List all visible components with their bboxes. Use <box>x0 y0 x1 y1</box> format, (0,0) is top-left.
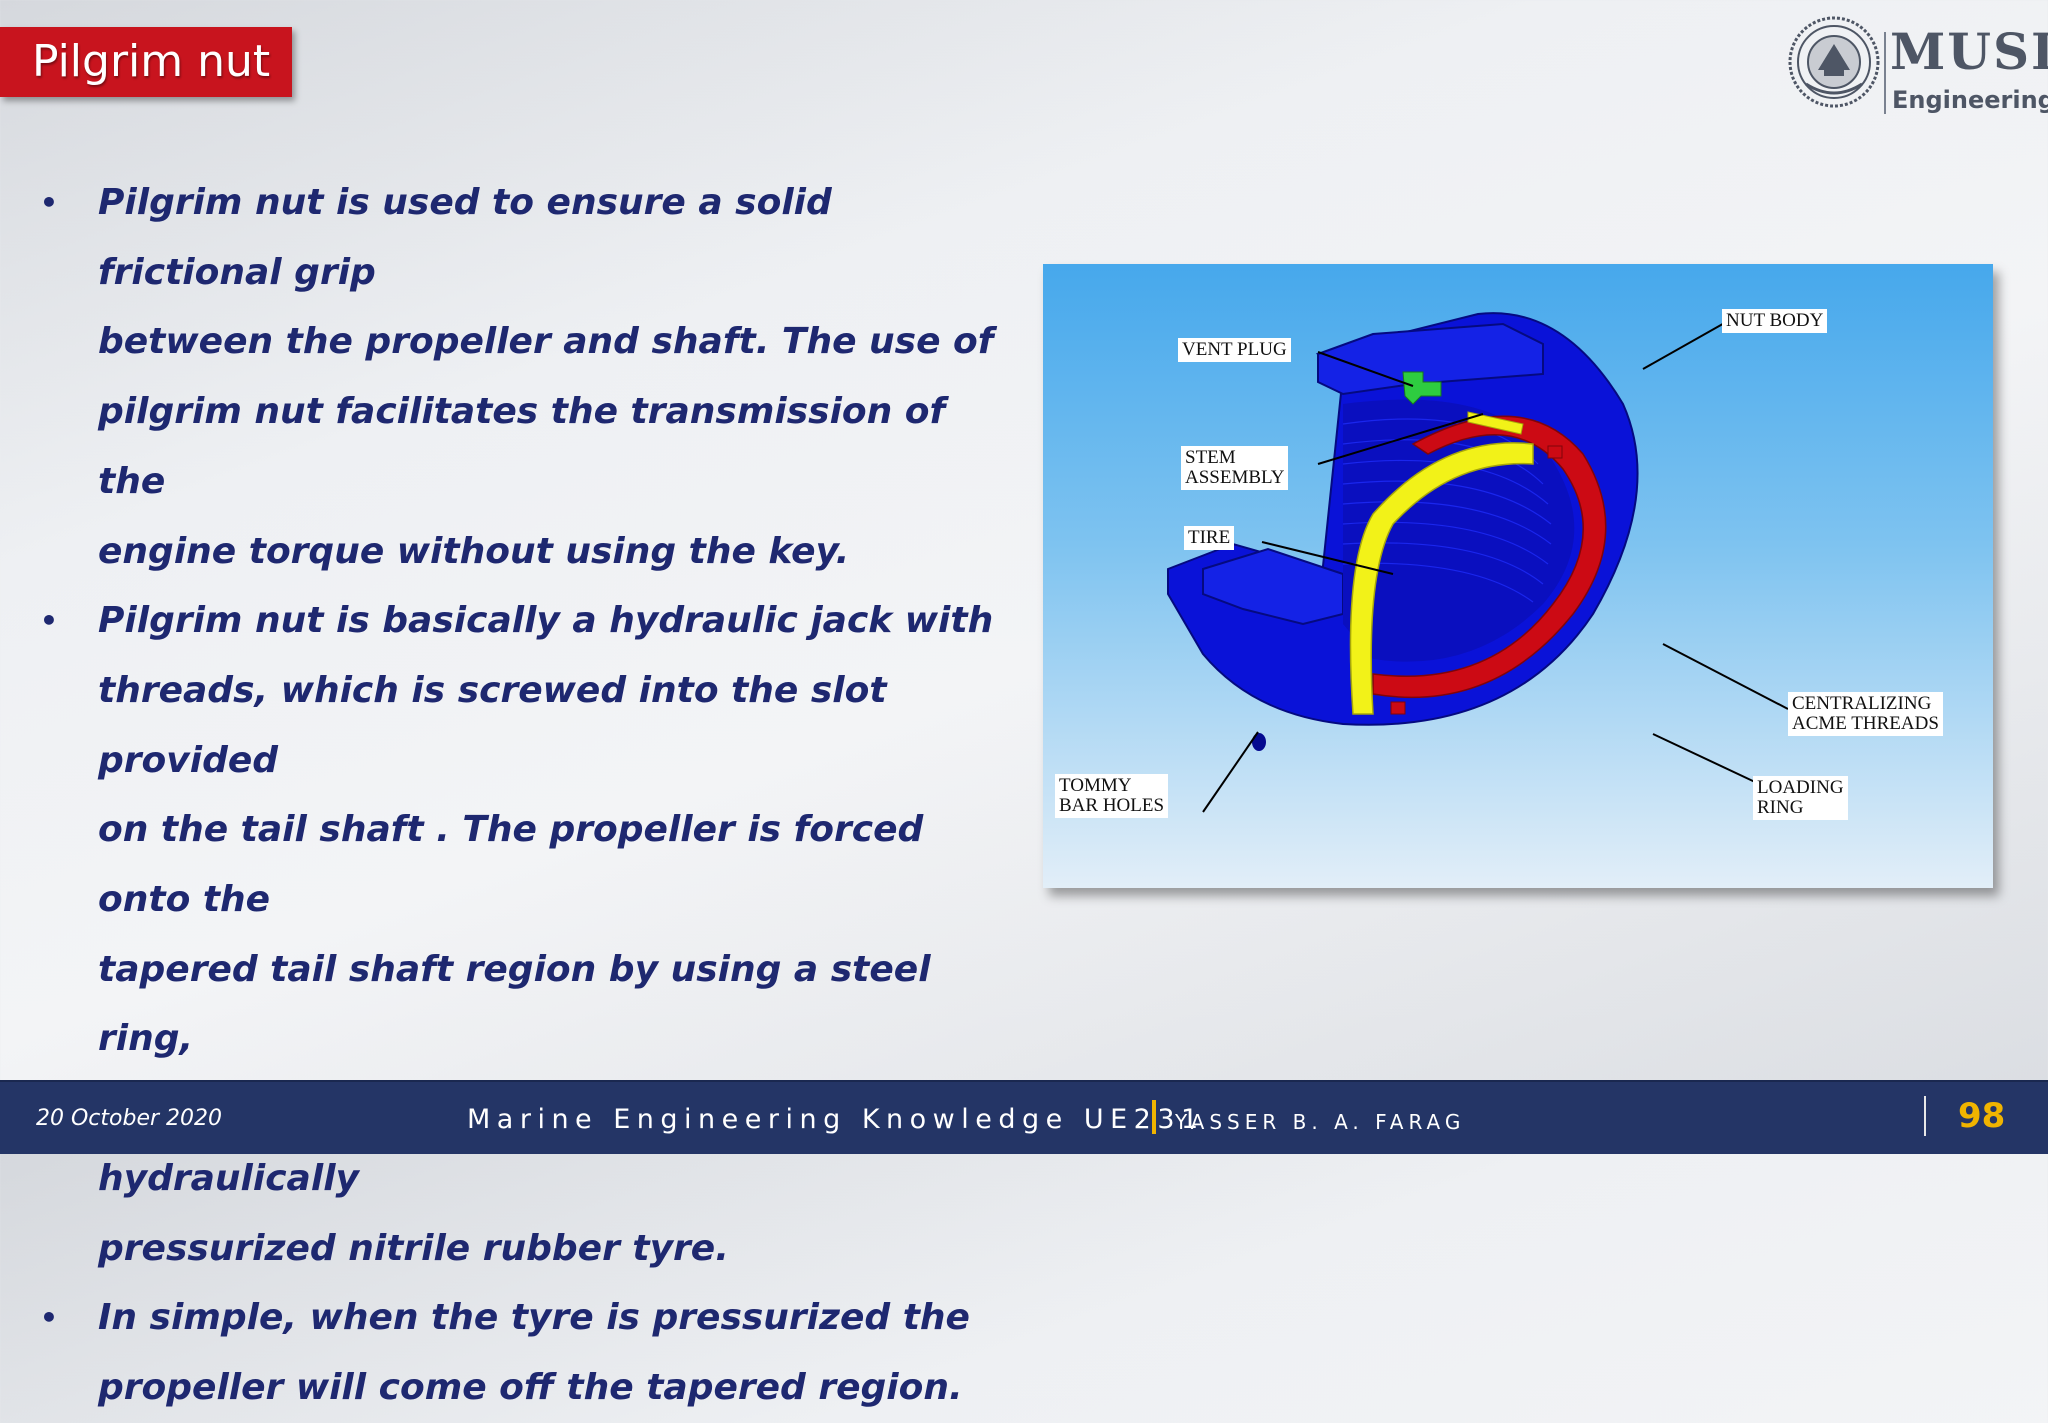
label-stem-line-2: ASSEMBLY <box>1185 467 1285 488</box>
page-number: 98 <box>1958 1096 2006 1136</box>
label-tire: TIRE <box>1184 526 1235 550</box>
bullet-line: on the tail shaft . The propeller is for… <box>98 809 924 921</box>
ring-notch <box>1547 445 1563 459</box>
slide: Pilgrim nut MUSI Engineering • Pilgrim n… <box>0 12 2048 1408</box>
label-loading-ring: LOADING RING <box>1753 776 1848 820</box>
leader-lines <box>1202 320 1789 813</box>
bullet-line: Pilgrim nut is used to ensure a solid fr… <box>98 182 832 293</box>
bullet-marker: • <box>40 186 58 219</box>
label-stem-line-1: STEM <box>1185 447 1236 468</box>
nut-top-block <box>1317 322 1544 396</box>
musi-logo: MUSI Engineering <box>1784 12 2048 114</box>
bullet-line: pilgrim nut facilitates the transmission… <box>98 391 946 502</box>
label-stem-assembly: STEM ASSEMBLY <box>1181 446 1289 490</box>
pilgrim-nut-illustration <box>1167 312 1789 813</box>
logo-subtitle: Engineering <box>1892 86 2048 114</box>
label-tommy-line-1: TOMMY <box>1059 775 1132 796</box>
bullet-line: engine torque without using the key. <box>98 530 850 572</box>
label-loading-line-1: LOADING <box>1757 777 1844 798</box>
slide-title: Pilgrim nut <box>0 27 292 97</box>
bullet-marker: • <box>40 604 58 638</box>
tire <box>1349 442 1534 715</box>
footer-accent-bar <box>1152 1100 1156 1134</box>
nut-bore <box>1343 399 1575 662</box>
bullet-item: • Pilgrim nut is used to ensure a solid … <box>40 168 1020 586</box>
university-seal-icon <box>1788 16 1880 108</box>
footer-separator <box>1924 1096 1926 1136</box>
pilgrim-nut-diagram: NUT BODY VENT PLUG STEM ASSEMBLY TIRE CE… <box>1043 264 1993 888</box>
footer-author: YASSER B. A. FARAG <box>1175 1110 1466 1134</box>
bullet-item: • Pilgrim nut is basically a hydraulic j… <box>40 586 1020 1283</box>
label-vent-plug: VENT PLUG <box>1178 338 1291 362</box>
logo-wordmark: MUSI <box>1890 22 2048 81</box>
label-centralizing-line-2: ACME THREADS <box>1792 713 1939 734</box>
ring-notch <box>1390 701 1406 715</box>
vent-plug <box>1402 371 1442 405</box>
bullet-list: • Pilgrim nut is used to ensure a solid … <box>40 168 1020 1423</box>
bullet-line: threads, which is screwed into the slot … <box>98 669 887 781</box>
loading-ring <box>1372 415 1607 699</box>
label-tommy-line-2: BAR HOLES <box>1059 795 1165 816</box>
label-nut-body: NUT BODY <box>1722 309 1828 333</box>
bullet-line: Pilgrim nut is basically a hydraulic jac… <box>98 600 994 642</box>
logo-divider <box>1884 32 1886 114</box>
label-tommy-bar-holes: TOMMY BAR HOLES <box>1055 774 1169 818</box>
footer-course-title: Marine Engineering Knowledge UE231 <box>467 1104 1205 1135</box>
tommy-bar-hole <box>1252 733 1266 751</box>
label-centralizing-line-1: CENTRALIZING <box>1792 693 1932 714</box>
label-centralizing-threads: CENTRALIZING ACME THREADS <box>1788 692 1943 736</box>
slide-footer: 20 October 2020 Marine Engineering Knowl… <box>0 1080 2048 1154</box>
bullet-line: In simple, when the tyre is pressurized … <box>98 1297 970 1339</box>
nut-bottom-block <box>1202 547 1344 626</box>
bullet-marker: • <box>40 1301 58 1335</box>
bullet-line: propeller will come off the tapered regi… <box>98 1366 963 1408</box>
bullet-line: tapered tail shaft region by using a ste… <box>98 948 931 1060</box>
bullet-line: pressurized nitrile rubber tyre. <box>98 1227 729 1269</box>
label-loading-line-2: RING <box>1757 797 1804 818</box>
bullet-item: • In simple, when the tyre is pressurize… <box>40 1283 1020 1422</box>
footer-date: 20 October 2020 <box>36 1106 223 1131</box>
bullet-line: between the propeller and shaft. The use… <box>98 321 994 363</box>
